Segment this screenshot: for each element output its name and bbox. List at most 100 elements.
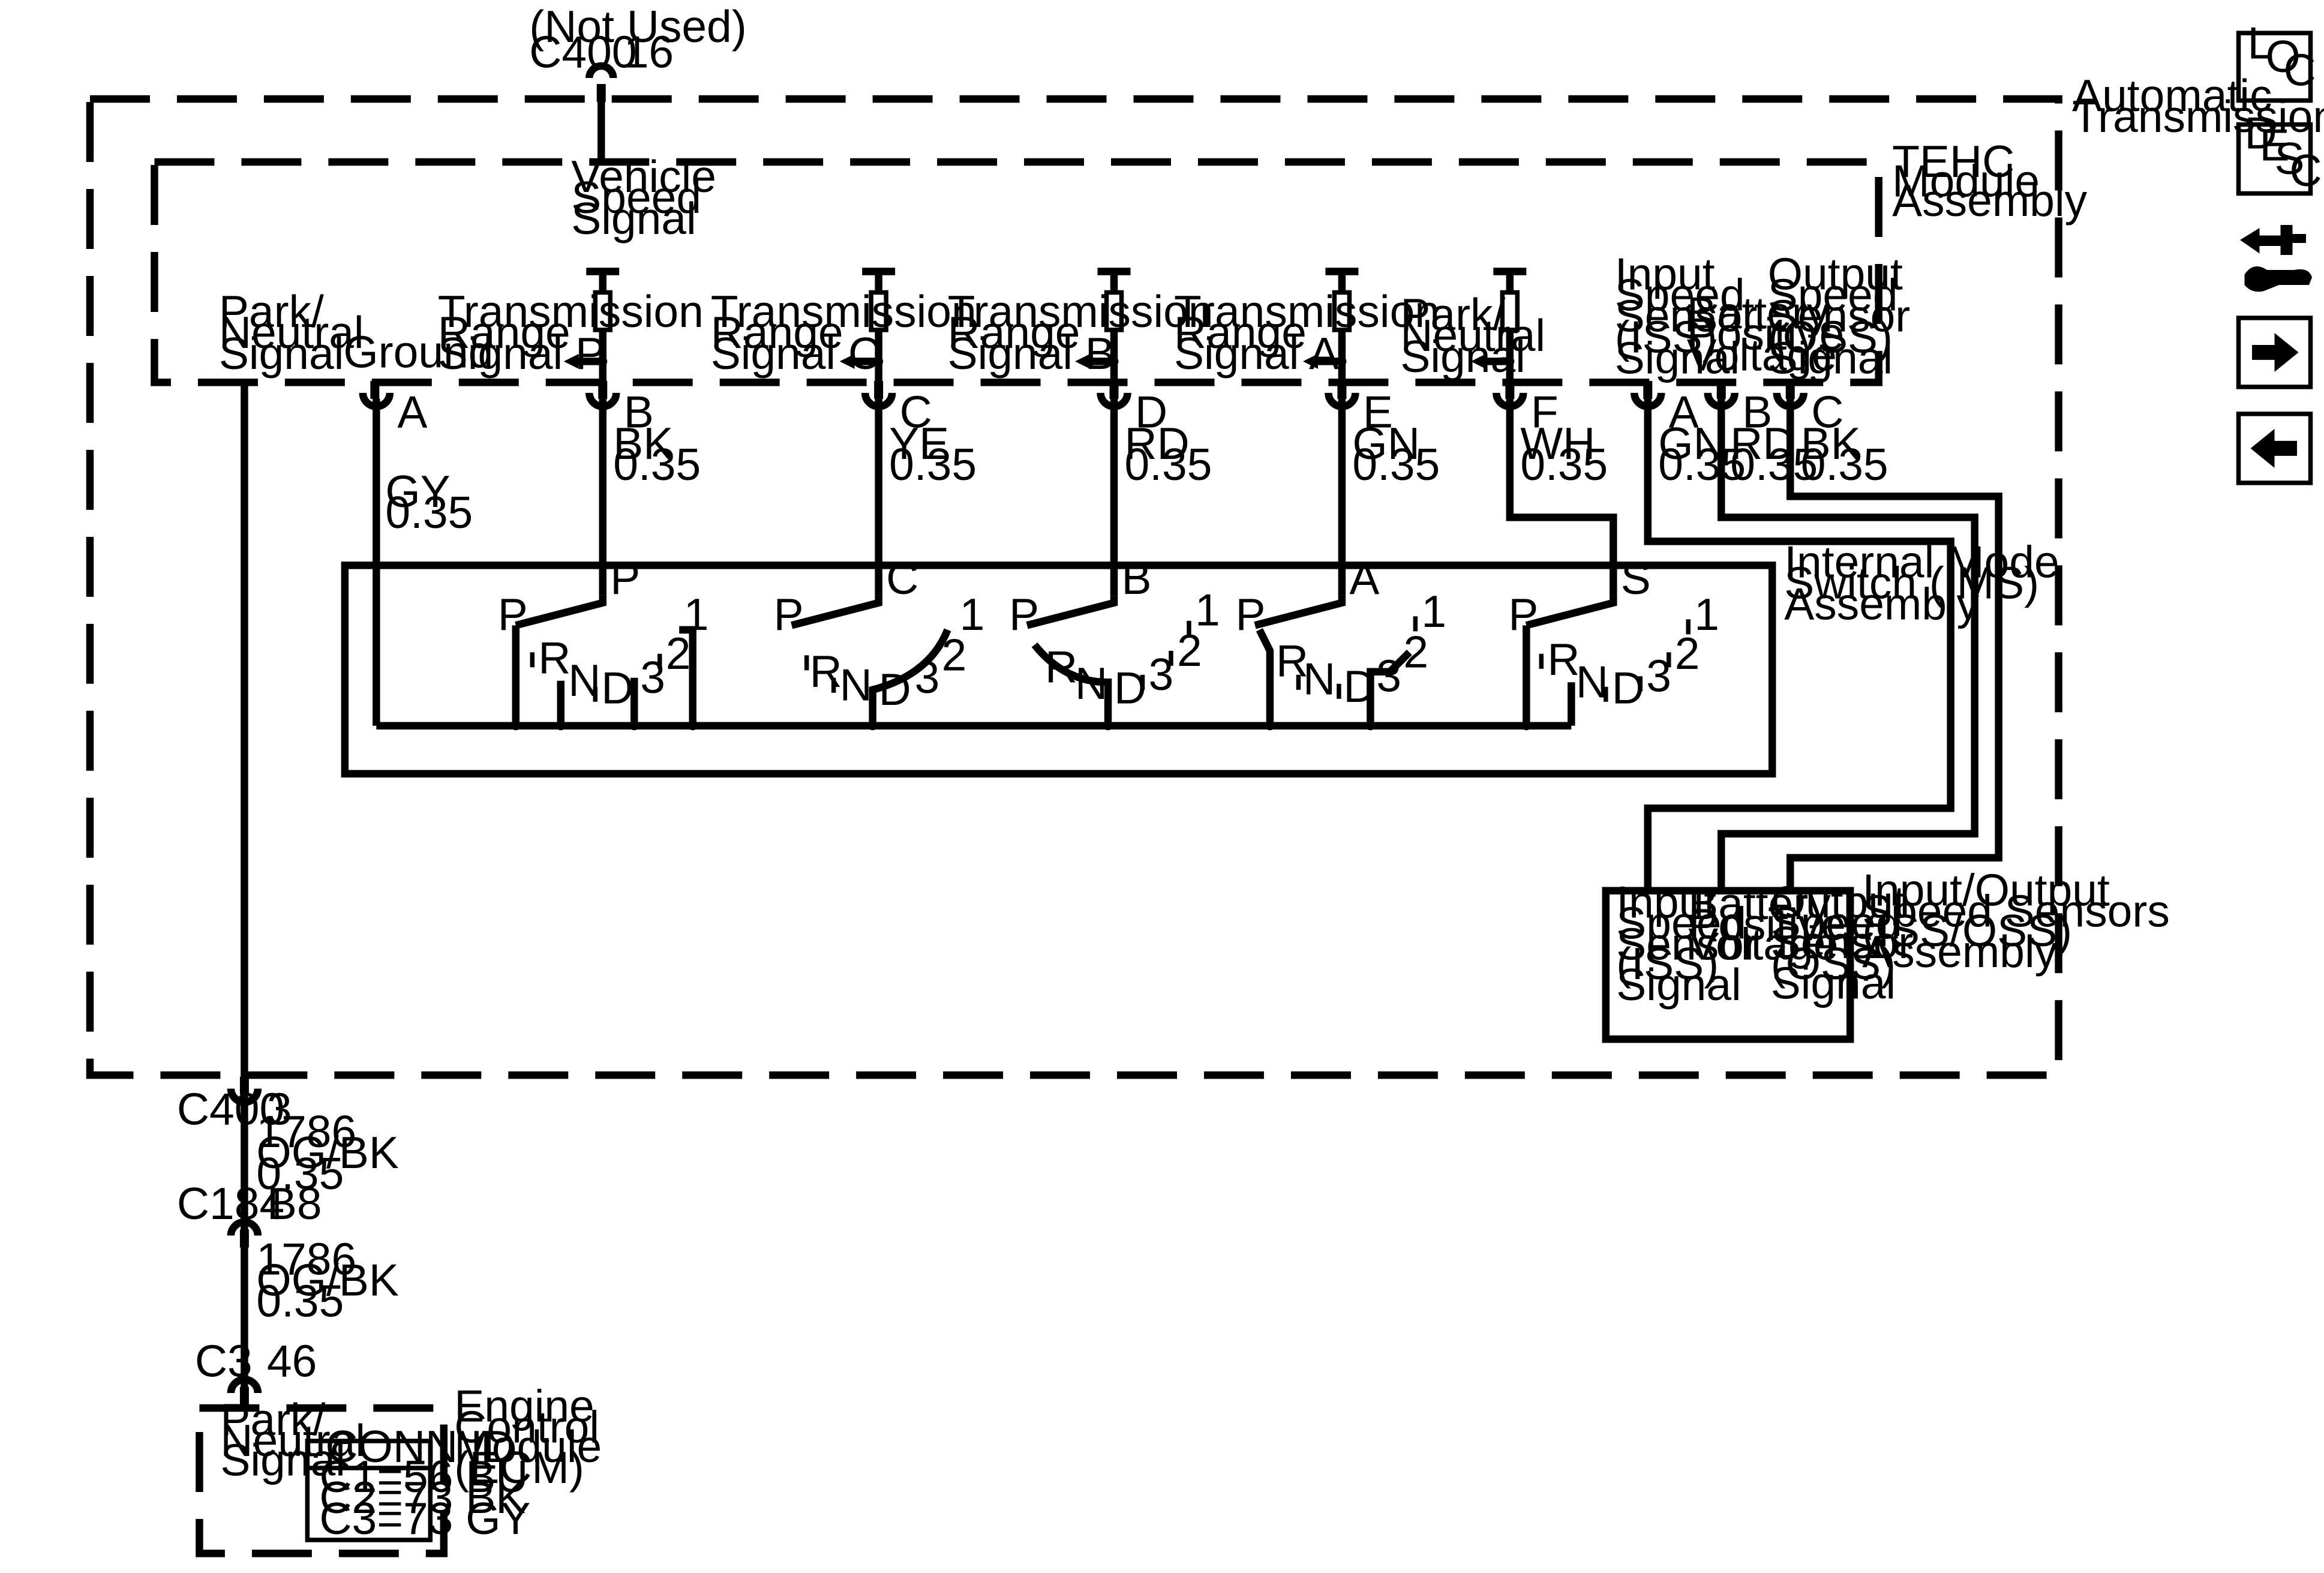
pns-right-line-2: Neutral [1400, 310, 1545, 361]
iss-box-line-3: Sensor [1616, 919, 1759, 969]
c400-size: 0.35 [256, 1148, 344, 1199]
wire-bk-size: 0.35 [613, 439, 701, 490]
oss-box-label: Output Speed Sensor (OSS) Signal [1771, 877, 1914, 1008]
c184-pin: B8 [267, 1178, 322, 1229]
automatic-transmission-boundary [86, 95, 2062, 1079]
ims-switch-p: P P R N D 3 2 1 [498, 553, 708, 731]
vss-line-2: Speed [571, 172, 701, 223]
vss-line-3: Signal [571, 193, 696, 244]
pin-a-label: A [397, 386, 427, 437]
iss-top-line-2: Speed [1615, 269, 1745, 320]
wire-rd2-color: RD [1730, 418, 1795, 469]
ecm-line-4: (ECM) [454, 1442, 584, 1493]
c400-bottom-pin: 3 [267, 1084, 292, 1134]
wire-gn-size: 0.35 [1352, 439, 1440, 490]
switch-b-pos-r: R [1045, 641, 1077, 692]
pns-right-line-1: Park/ [1400, 289, 1505, 340]
pns-left-line-2: Neutral [219, 307, 364, 358]
svg-text:C: C [2284, 45, 2316, 95]
wire-bk2-size: 0.35 [1801, 439, 1888, 490]
tr-b-line-2: Range [948, 307, 1080, 358]
iss-top-line-5: Signal [1615, 332, 1740, 383]
wire-bk-color: BK [613, 418, 673, 469]
iss-box-line-5: Signal [1616, 959, 1741, 1010]
switch-a-pos-n: N [1303, 653, 1335, 704]
wire-gn-color: GN [1352, 418, 1419, 469]
ims-switch-b: B P R N D 3 2 1 [1009, 553, 1220, 731]
pin-a2-label: A [1669, 386, 1699, 437]
previous-page-button[interactable] [2236, 412, 2313, 485]
loc-button[interactable]: L O C [2236, 18, 2316, 103]
arrow-right-icon [2252, 332, 2299, 372]
bpv-box-line-1: Battery [1688, 878, 1831, 929]
wire-wh-color: WH [1520, 418, 1595, 469]
wire-gy-color: GY [385, 466, 450, 517]
bpv-box-label: Battery Positive Voltage [1688, 878, 1846, 969]
ecm-pns-line-1: Park/ [220, 1394, 325, 1445]
tr-signal-p-label: Transmission Range Signal P [438, 286, 704, 379]
iss-box-label: Input Speed Sensor (ISS) Signal [1616, 877, 1759, 1010]
tr-p-line-3: Signal P [438, 328, 605, 379]
iss-box-line-1: Input [1616, 877, 1716, 927]
pin-c2-label: C [1811, 386, 1843, 437]
tr-c-line-3: Signal C [711, 328, 881, 379]
tr-b-line-3: Signal B [948, 328, 1115, 379]
switch-s-pos-r: R [1547, 634, 1580, 685]
vehicle-speed-signal-label: Vehicle Speed Signal [571, 151, 716, 244]
oss-top-line-2: Speed [1768, 269, 1898, 320]
oss-box-line-3: Sensor [1771, 917, 1914, 968]
conn-id-table: CONN ID C1=56 BU C2=73 BK C3=73 GY [305, 1421, 531, 1544]
wire-bk2-color: BK [1801, 418, 1861, 469]
tehc-label: TEHC Module Assembly [1892, 136, 2087, 226]
wire-labels: GY 0.35 BK 0.35 YE 0.35 RD 0.35 GN 0.35 … [385, 418, 1888, 538]
ims-switch-c: C P R N D 3 2 1 [774, 553, 984, 731]
switch-b-pos-1: 1 [1195, 584, 1220, 635]
switch-s-pos-1: 1 [1694, 589, 1719, 640]
svg-text:E: E [2260, 120, 2290, 170]
switch-c-pos-d: D [879, 664, 911, 715]
c184-color: OG/BK [256, 1255, 398, 1305]
speed-assy-line-1: Input/Output [1862, 865, 2110, 915]
ims-switch-s: S P R N D 3 2 1 [1508, 553, 1719, 731]
svg-text:S: S [2275, 133, 2305, 184]
switch-b-pos-p: P [1009, 589, 1039, 640]
tr-a-line-1: Transmission [1174, 286, 1440, 337]
svg-text:O: O [2266, 31, 2301, 82]
switch-c-pos-r: R [810, 646, 842, 697]
connector-tool-button[interactable] [2240, 224, 2313, 292]
tehc-label-line-2: Module [1892, 156, 2040, 206]
ims-label: Internal Mode Switch (IMS) Assembly [1784, 536, 2059, 629]
ground-label: Ground [343, 326, 493, 377]
switch-s-pos-2: 2 [1675, 628, 1700, 679]
wire-rd2-size: 0.35 [1730, 439, 1818, 490]
svg-text:C: C [2290, 145, 2322, 196]
wire-gn2-color: GN [1658, 418, 1725, 469]
c184-label: C184 [177, 1178, 284, 1229]
pns-left-line-1: Park/ [219, 286, 324, 337]
oss-top-line-4: (OSS) [1768, 311, 1893, 362]
desc-button[interactable]: D E S C [2236, 108, 2322, 196]
switch-c-pos-p: P [774, 589, 804, 640]
tr-p-line-2: Range [438, 307, 571, 358]
oss-top-line-5: Signal [1768, 332, 1893, 383]
switch-p-pivot-label: P [610, 553, 640, 604]
next-page-button[interactable] [2236, 316, 2313, 389]
wire-rd-size: 0.35 [1125, 439, 1212, 490]
wire-ye-color: YE [889, 418, 949, 469]
tr-p-line-1: Transmission [438, 286, 704, 337]
tehc-pin-letters: A B C D E F A B C [397, 386, 1843, 437]
ecm-line-2: Control [454, 1401, 599, 1452]
speed-assy-line-3: (ISS/OSS) [1862, 905, 2072, 956]
ims-line-2: Switch (IMS) [1784, 557, 2039, 608]
pns-left-label: Park/ Neutral Signal [219, 286, 364, 379]
pns-left-line-3: Signal [219, 328, 344, 379]
pin-f-label: F [1531, 386, 1559, 437]
switch-p-pos-r: R [538, 632, 571, 683]
iss-wire [1644, 398, 1954, 891]
switch-s-pivot-label: S [1621, 553, 1651, 604]
pin-e-label: E [1363, 386, 1393, 437]
ecm-line-3: Module [454, 1421, 602, 1472]
c400-color: OG/BK [256, 1127, 398, 1178]
tr-signal-b-label: Transmission Range Signal B [948, 286, 1214, 379]
c3-label: C3 [195, 1335, 253, 1386]
